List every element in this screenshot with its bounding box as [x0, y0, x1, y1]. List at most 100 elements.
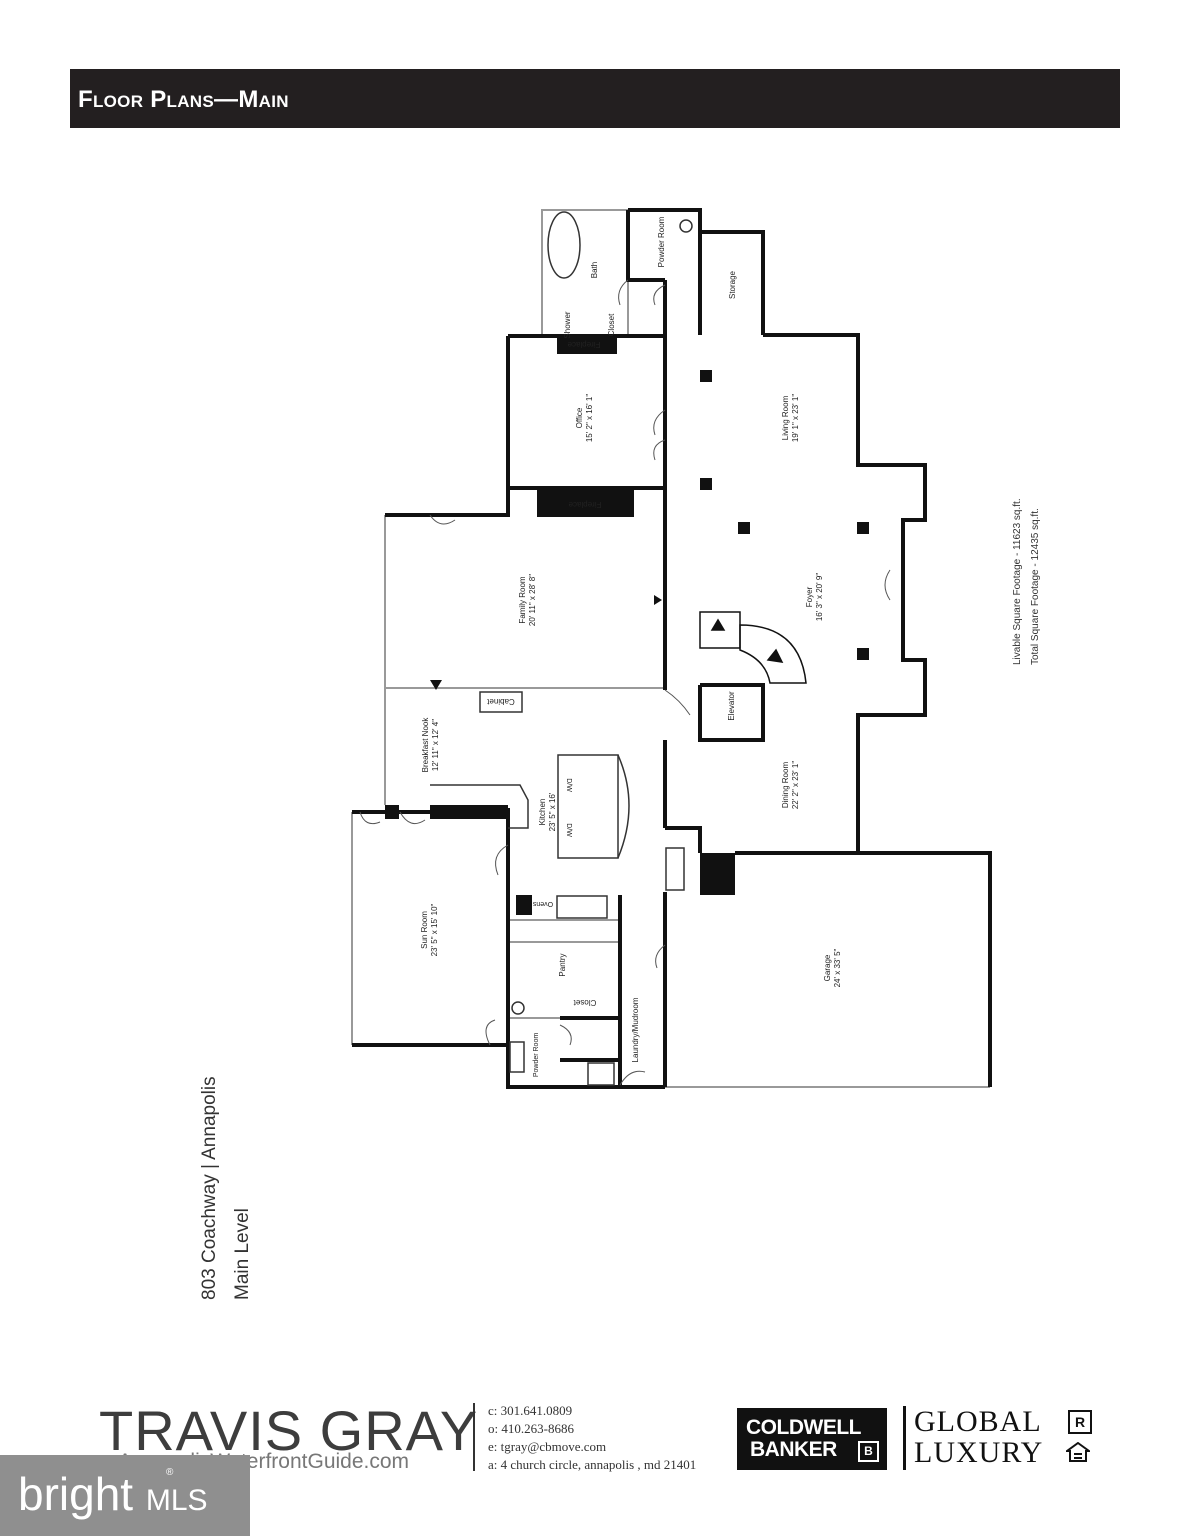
breakfast-counter — [430, 784, 529, 829]
room-label-storage: Storage — [728, 270, 737, 299]
contact-cell: c: 301.641.0809 — [488, 1403, 573, 1418]
toilet-icon — [511, 1001, 525, 1015]
svg-text:Shower: Shower — [563, 311, 572, 338]
svg-text:D/W: D/W — [565, 823, 572, 837]
logo-line-2: BANKER — [750, 1438, 837, 1461]
dishwasher-label-right: D/W — [565, 778, 572, 792]
cooktop-icon — [556, 895, 608, 919]
level-line: Main Level — [232, 1208, 253, 1300]
closet-box — [665, 847, 685, 891]
door-swings — [359, 279, 891, 1086]
contact-email[interactable]: e: tgray@cbmove.com — [488, 1439, 607, 1454]
room-label-closet-upper: Closet — [607, 313, 616, 336]
svg-text:Office: Office — [575, 407, 584, 428]
staircase — [699, 611, 807, 684]
dishwasher-label-left: D/W — [565, 823, 572, 837]
svg-text:22' 2" x 23' 1": 22' 2" x 23' 1" — [791, 761, 800, 809]
svg-text:Laundry/Mudroom: Laundry/Mudroom — [631, 997, 640, 1062]
brand-divider — [903, 1406, 906, 1470]
room-label-fireplace-family: Fireplace — [568, 500, 601, 509]
cabinet-shape — [479, 691, 523, 713]
mls-registered-mark: ® — [166, 1467, 174, 1478]
svg-text:D/W: D/W — [565, 778, 572, 792]
room-label-pantry: Pantry — [558, 953, 567, 976]
sink-icon — [509, 1041, 525, 1073]
room-label-garage: Garage 24' x 33' 5" — [823, 948, 842, 987]
fixtures — [430, 211, 693, 1086]
toilet-icon — [679, 219, 693, 233]
svg-text:Bath: Bath — [590, 262, 599, 278]
svg-text:Fireplace: Fireplace — [567, 340, 600, 349]
svg-text:23' 5" x 16': 23' 5" x 16' — [548, 792, 557, 831]
room-label-powder-lower: Powder Room — [533, 1033, 540, 1078]
room-label-bath: Bath — [590, 262, 599, 278]
room-label-office: Office 15' 2" x 16' 1" — [575, 394, 594, 442]
svg-text:Sun Room: Sun Room — [420, 911, 429, 949]
svg-text:Closet: Closet — [607, 313, 616, 336]
equal-housing-icon — [1066, 1442, 1090, 1462]
room-label-elevator: Elevator — [727, 691, 736, 721]
room-label-powder-upper: Powder Room — [657, 216, 666, 267]
svg-text:Powder Room: Powder Room — [657, 216, 666, 267]
room-label-closet-lower: Closet — [573, 998, 596, 1007]
room-label-laundry: Laundry/Mudroom — [631, 997, 640, 1062]
svg-text:Storage: Storage — [728, 270, 737, 299]
thick-walls — [352, 208, 992, 1089]
room-label-family-room: Family Room 20' 11" x 28' 8" — [518, 574, 537, 626]
room-label-kitchen: Kitchen 23' 5" x 16' — [538, 792, 557, 831]
svg-text:Elevator: Elevator — [727, 691, 736, 721]
mls-suffix: MLS — [145, 1484, 208, 1517]
mls-brand: bright — [18, 1468, 134, 1520]
svg-text:Pantry: Pantry — [558, 953, 567, 976]
laundry-sink-icon — [587, 1062, 615, 1086]
room-label-breakfast-nook: Breakfast Nook 12' 11" x 12' 4" — [421, 717, 440, 773]
svg-text:Ovens: Ovens — [532, 900, 553, 907]
svg-text:Family Room: Family Room — [518, 576, 527, 623]
room-label-shower: Shower — [563, 311, 572, 338]
svg-text:12' 11" x 12' 4": 12' 11" x 12' 4" — [431, 719, 440, 771]
mls-wordmark: bright MLS — [18, 1467, 208, 1521]
contact-office: o: 410.263-8686 — [488, 1421, 574, 1436]
bathtub-icon — [547, 211, 581, 279]
svg-text:23' 5" x 15' 10": 23' 5" x 15' 10" — [430, 903, 439, 956]
address-line: 803 Coachway | Annapolis — [199, 1076, 220, 1300]
logo-mark-icon: B — [858, 1441, 879, 1462]
contact-address: a: 4 church circle, annapolis , md 21401 — [488, 1457, 697, 1472]
svg-text:Living Room: Living Room — [781, 395, 790, 440]
agent-divider — [473, 1403, 475, 1471]
header-bar: Floor Plans—Main — [70, 69, 1120, 128]
svg-text:Dining Room: Dining Room — [781, 762, 790, 809]
kitchen-island — [557, 754, 619, 859]
svg-text:19' 1" x 23' 1": 19' 1" x 23' 1" — [791, 394, 800, 442]
coldwell-banker-logo: COLDWELL BANKER B — [737, 1408, 887, 1470]
svg-text:Garage: Garage — [823, 954, 832, 981]
room-label-sun-room: Sun Room 23' 5" x 15' 10" — [420, 903, 439, 956]
svg-text:Kitchen: Kitchen — [538, 799, 547, 826]
island-curve — [617, 754, 630, 859]
room-label-cabinet: Cabinet — [486, 697, 514, 706]
room-label-dining-room: Dining Room 22' 2" x 23' 1" — [781, 761, 800, 809]
svg-text:24' x 33' 5": 24' x 33' 5" — [833, 948, 842, 987]
bright-mls-badge: bright MLS ® — [0, 1455, 250, 1536]
svg-text:15' 2" x 16' 1": 15' 2" x 16' 1" — [585, 394, 594, 442]
room-label-ovens: Ovens — [532, 900, 553, 907]
livable-sqft: Livable Square Footage - 11623 sq.ft. — [1012, 498, 1023, 665]
realtor-icon: R — [1068, 1410, 1092, 1434]
svg-text:Foyer: Foyer — [805, 586, 814, 607]
svg-text:16' 3" x 20' 9": 16' 3" x 20' 9" — [815, 573, 824, 621]
svg-text:Breakfast Nook: Breakfast Nook — [421, 717, 430, 773]
svg-text:Fireplace: Fireplace — [568, 500, 601, 509]
room-label-foyer: Foyer 16' 3" x 20' 9" — [805, 573, 824, 621]
svg-text:20' 11" x 28' 8": 20' 11" x 28' 8" — [528, 574, 537, 626]
global-luxury-line-1: GLOBAL — [914, 1405, 1042, 1438]
thin-walls — [351, 209, 990, 1088]
svg-text:Closet: Closet — [573, 998, 596, 1007]
agent-name: TRAVIS GRAY — [99, 1399, 479, 1462]
room-label-living-room: Living Room 19' 1" x 23' 1" — [781, 394, 800, 442]
logo-line-1: COLDWELL — [746, 1416, 861, 1439]
svg-text:Cabinet: Cabinet — [486, 697, 514, 706]
global-luxury-line-2: LUXURY — [914, 1436, 1044, 1469]
room-label-fireplace-office: Fireplace — [567, 340, 600, 349]
direction-arrows — [430, 595, 662, 690]
